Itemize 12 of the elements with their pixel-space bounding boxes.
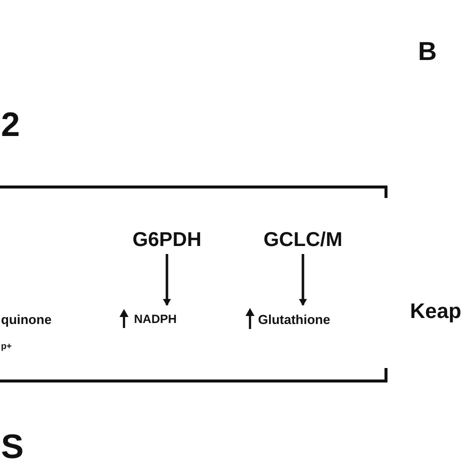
- panel-letter: 2: [1, 108, 20, 142]
- gene-product-label: Glutathione: [258, 313, 330, 326]
- panel-letter: S: [1, 430, 24, 464]
- text-label: p+: [1, 342, 12, 351]
- gene-product-label: G6PDH: [132, 230, 202, 250]
- text-label: quinone: [1, 313, 52, 326]
- text-label: Keap: [410, 301, 462, 322]
- gene-product-label: GCLC/M: [264, 230, 342, 250]
- panel-letter: B: [418, 38, 437, 64]
- arrow: [298, 254, 307, 306]
- gene-product-label: NADPH: [134, 313, 177, 325]
- arrow: [162, 254, 171, 306]
